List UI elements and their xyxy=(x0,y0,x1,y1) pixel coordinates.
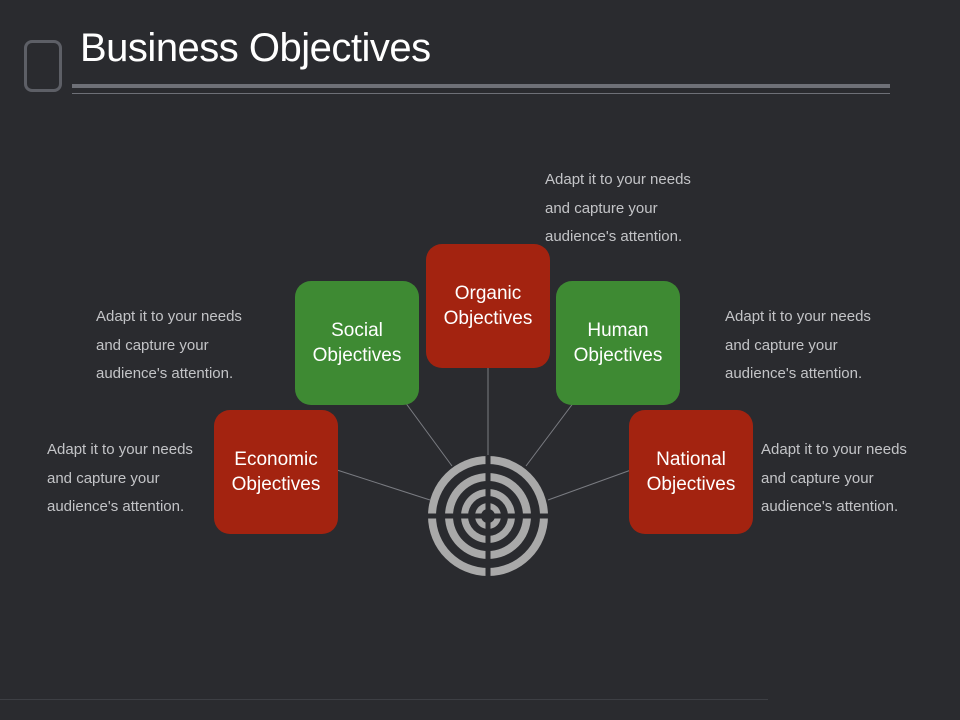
social-objectives-label: Social Objectives xyxy=(312,320,402,366)
national-objectives-description: Adapt it to your needs and capture your … xyxy=(761,441,907,515)
human-objectives-description: Adapt it to your needs and capture your … xyxy=(725,308,871,382)
title-bracket-decoration xyxy=(24,40,62,92)
organic-objectives-box[interactable]: Organic Objectives xyxy=(426,244,550,368)
connector-human xyxy=(525,401,575,467)
national-objectives-box[interactable]: National Objectives xyxy=(629,410,753,534)
organic-objectives-label: Organic Objectives xyxy=(443,283,533,329)
social-objectives-box[interactable]: Social Objectives xyxy=(295,281,419,405)
human-objectives-box[interactable]: Human Objectives xyxy=(556,281,680,405)
economic-objectives-label: Economic Objectives xyxy=(231,449,321,495)
title-underline-thick xyxy=(72,84,890,88)
economic-objectives-description: Adapt it to your needs and capture your … xyxy=(47,441,193,515)
human-objectives-label: Human Objectives xyxy=(573,320,663,366)
target-icon xyxy=(427,455,549,577)
footer-divider xyxy=(0,699,768,700)
organic-objectives-description: Adapt it to your needs and capture your … xyxy=(545,171,691,245)
connector-economic xyxy=(336,469,431,501)
connector-national xyxy=(547,469,632,501)
title-underline-thin xyxy=(72,93,890,94)
national-objectives-label: National Objectives xyxy=(646,449,736,495)
economic-objectives-box[interactable]: Economic Objectives xyxy=(214,410,338,534)
connector-social xyxy=(404,401,453,467)
slide-title: Business Objectives xyxy=(80,26,431,70)
social-objectives-description: Adapt it to your needs and capture your … xyxy=(96,308,242,382)
